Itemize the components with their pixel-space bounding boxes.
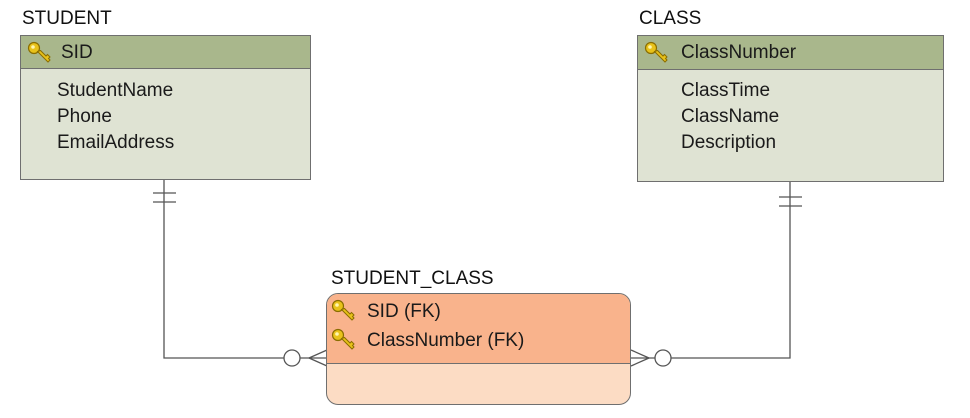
class-attributes: ClassTime ClassName Description <box>638 70 943 181</box>
student-class-key-sid: SID (FK) <box>367 301 441 322</box>
student-attr-phone: Phone <box>57 106 112 127</box>
student-class-key-section: SID (FK) ClassNumber (FK) <box>327 294 630 364</box>
relationship-class-studentclass <box>630 182 802 367</box>
student-class-title: STUDENT_CLASS <box>331 268 494 289</box>
crow-foot <box>630 357 650 367</box>
student-title: STUDENT <box>22 8 112 29</box>
student-attr-name: StudentName <box>57 80 174 101</box>
key-icon <box>644 41 668 63</box>
class-key-classnumber: ClassNumber <box>681 42 797 63</box>
student-key-sid: SID <box>61 42 93 63</box>
student-attr-email: EmailAddress <box>57 132 175 153</box>
student-class-attributes <box>327 364 630 404</box>
class-attr-time: ClassTime <box>681 80 771 101</box>
crow-foot <box>308 357 328 367</box>
zero-mark <box>654 349 672 367</box>
class-attr-name: ClassName <box>681 106 780 127</box>
crow-foot <box>630 349 650 359</box>
zero-mark <box>283 349 301 367</box>
key-icon <box>331 328 355 350</box>
student-entity[interactable]: SID StudentName Phone EmailAddress <box>20 35 311 180</box>
key-icon <box>27 41 51 63</box>
class-attr-description: Description <box>681 132 777 153</box>
crow-foot <box>308 349 328 359</box>
class-key-section: ClassNumber <box>638 36 943 70</box>
student-key-section: SID <box>21 36 310 69</box>
key-icon <box>331 299 355 321</box>
relationship-student-studentclass <box>153 180 328 367</box>
class-entity[interactable]: ClassNumber ClassTime ClassName Descript… <box>637 35 944 182</box>
class-title: CLASS <box>639 8 702 29</box>
student-class-key-classnumber: ClassNumber (FK) <box>367 330 525 351</box>
student-attributes: StudentName Phone EmailAddress <box>21 69 310 179</box>
student-class-entity[interactable]: SID (FK) ClassNumber (FK) <box>326 293 631 405</box>
